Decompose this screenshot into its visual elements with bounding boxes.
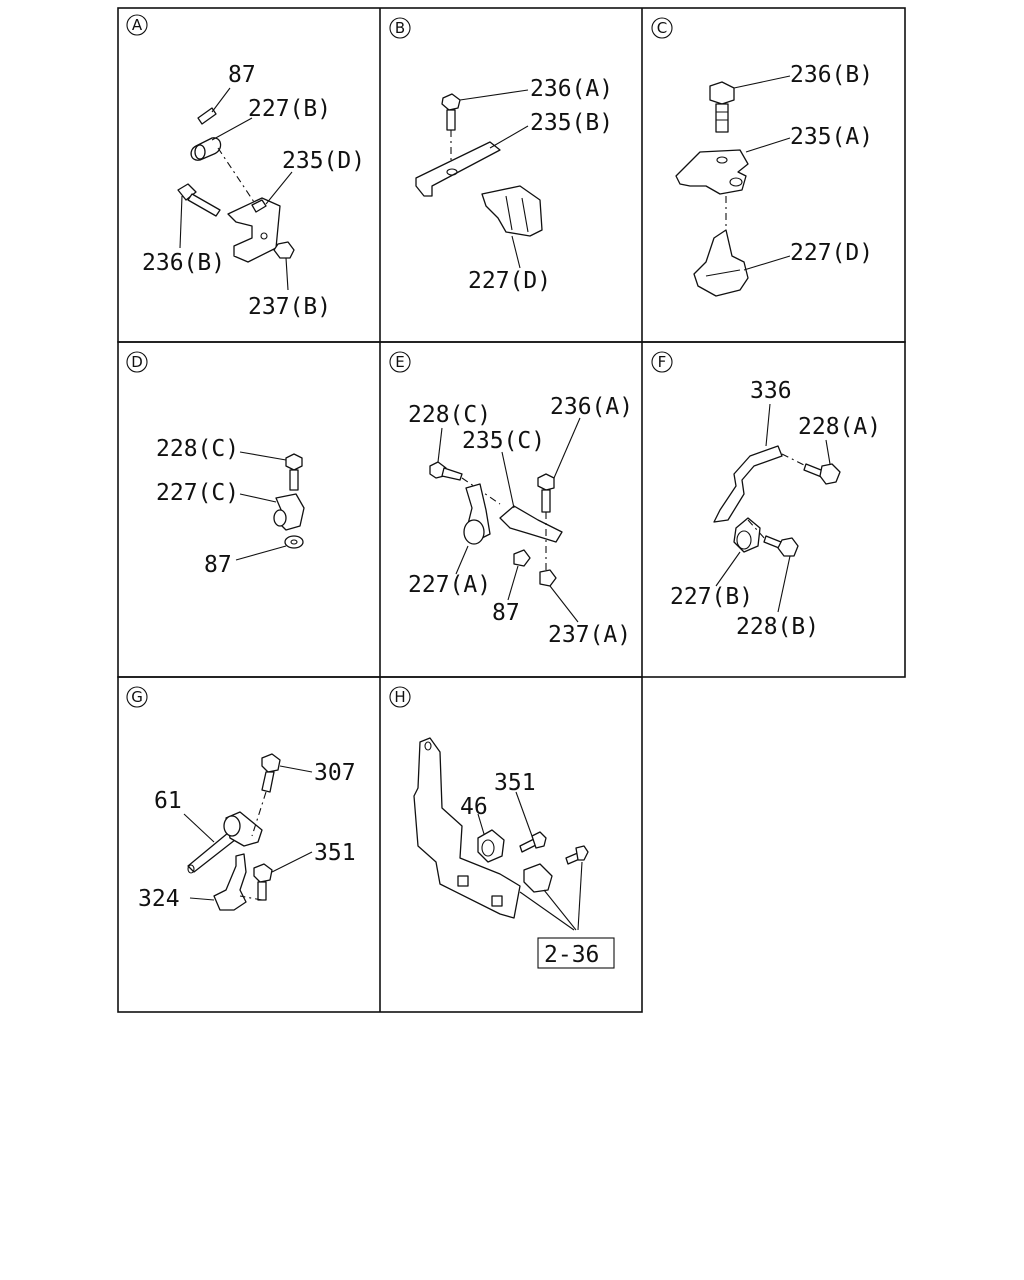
label-87: 87 <box>228 62 256 88</box>
svg-text:C: C <box>657 19 667 37</box>
label-228a: 228(A) <box>798 414 881 440</box>
svg-text:F: F <box>658 353 667 371</box>
label-228c-d: 228(C) <box>156 436 239 462</box>
label-336: 336 <box>750 378 792 404</box>
panel-a-badge: A <box>126 14 148 36</box>
part-336-bracket <box>713 445 783 523</box>
panel-d-badge: D <box>126 351 148 373</box>
part-235a-bracket <box>675 149 749 195</box>
panel-e: E 228(C) 236(A) 235(C) 227(A) 87 237(A) <box>389 351 633 648</box>
label-227a: 227(A) <box>408 572 491 598</box>
part-351-bolt-g <box>253 863 273 883</box>
label-228b: 228(B) <box>736 614 819 640</box>
label-227d-c: 227(D) <box>790 240 873 266</box>
panel-a: A 87 227(B) 235(D) 236(B) 237(B) <box>126 14 365 320</box>
label-236b-c: 236(B) <box>790 62 873 88</box>
part-228c-bolt-d <box>285 453 303 471</box>
part-235c-bracket <box>499 505 563 543</box>
panel-c-badge: C <box>651 17 673 39</box>
label-351-g: 351 <box>314 840 356 866</box>
label-2-36: 2-36 <box>544 942 599 968</box>
label-236b: 236(B) <box>142 250 225 276</box>
label-227b: 227(B) <box>248 96 331 122</box>
label-46: 46 <box>460 794 488 820</box>
label-236a-e: 236(A) <box>550 394 633 420</box>
label-235a: 235(A) <box>790 124 873 150</box>
part-87-washer <box>284 535 304 549</box>
svg-text:B: B <box>395 19 405 37</box>
label-227c: 227(C) <box>156 480 239 506</box>
part-236b-bolt <box>177 183 197 201</box>
part-236a-bolt-e <box>537 473 555 491</box>
panel-f-badge: F <box>651 351 673 373</box>
label-237b: 237(B) <box>248 294 331 320</box>
panel-grid <box>117 7 906 1013</box>
svg-text:A: A <box>132 16 143 34</box>
label-351-h: 351 <box>494 770 536 796</box>
panel-b-badge: B <box>389 17 411 39</box>
part-fastener-clip <box>523 863 553 893</box>
part-237a-nut <box>539 569 557 587</box>
label-324: 324 <box>138 886 180 912</box>
panel-g-badge: G <box>126 686 148 708</box>
ref-box-2-36 <box>537 937 615 969</box>
part-87-pin <box>197 107 217 125</box>
part-227b-clip-f <box>733 517 761 553</box>
svg-text:E: E <box>395 353 404 371</box>
label-236a: 236(A) <box>530 76 613 102</box>
label-237a: 237(A) <box>548 622 631 648</box>
part-bracket-plate-h <box>413 737 521 919</box>
panel-h-badge: H <box>389 686 411 708</box>
label-227d: 227(D) <box>468 268 551 294</box>
label-228c-e: 228(C) <box>408 402 491 428</box>
label-87-e: 87 <box>492 600 520 626</box>
part-87-washer-e <box>513 549 531 567</box>
label-307: 307 <box>314 760 356 786</box>
label-235b: 235(B) <box>530 110 613 136</box>
label-235c: 235(C) <box>462 428 545 454</box>
panel-h: H 351 46 2-36 <box>389 686 615 969</box>
svg-text:D: D <box>131 353 143 371</box>
label-87-d: 87 <box>204 552 232 578</box>
panel-b: B 236(A) 235(B) 227(D) <box>389 17 613 294</box>
part-235d-bracket <box>227 197 281 263</box>
panel-d: D 228(C) 227(C) 87 <box>126 351 305 578</box>
panel-e-badge: E <box>389 351 411 373</box>
part-227d-clip-c <box>693 229 749 297</box>
part-237b-nut <box>273 241 295 259</box>
label-235d: 235(D) <box>282 148 365 174</box>
panel-c: C 236(B) 235(A) 227(D) <box>651 17 873 297</box>
svg-text:H: H <box>394 688 405 706</box>
panel-f: F 336 228(A) 227(B) 228(B) <box>651 351 881 640</box>
part-235b-plate <box>415 141 501 197</box>
label-61: 61 <box>154 788 182 814</box>
part-236a-bolt <box>441 93 461 111</box>
part-236b-bolt-c <box>709 81 735 105</box>
svg-text:G: G <box>131 688 143 706</box>
label-227b-f: 227(B) <box>670 584 753 610</box>
part-324-bracket <box>213 853 247 911</box>
panel-g: G 307 61 351 324 <box>126 686 356 912</box>
part-307-bolt <box>261 753 281 773</box>
